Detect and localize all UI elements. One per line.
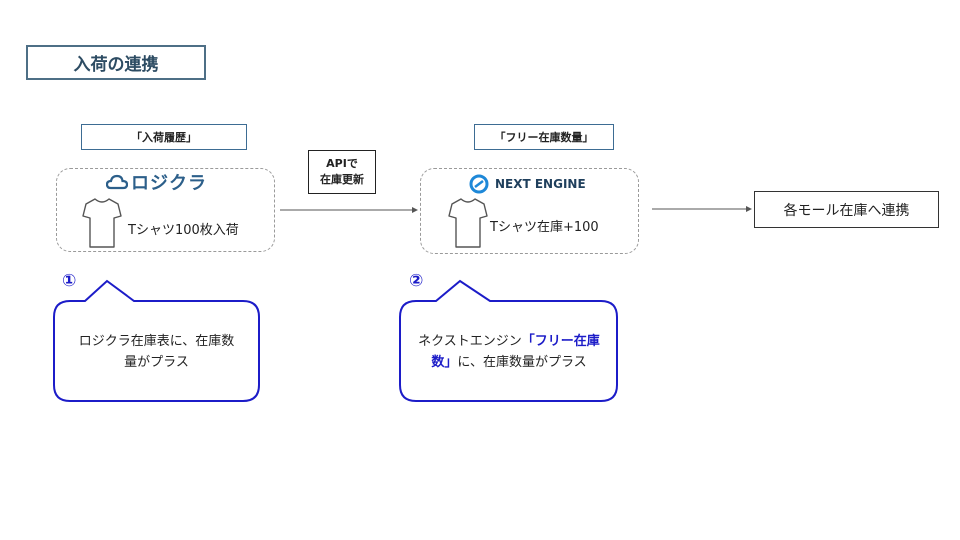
logikura-system-box bbox=[56, 168, 275, 252]
bubble-2-line-2: 数」に、在庫数量がプラス bbox=[431, 352, 586, 373]
bubble-2-post: に、在庫数量がプラス bbox=[457, 355, 587, 370]
tshirt-icon bbox=[82, 198, 122, 248]
bubble-1-text: ロジクラ在庫表に、在庫数 量がプラス bbox=[56, 322, 257, 382]
tshirt-icon bbox=[448, 198, 488, 248]
cloud-icon bbox=[106, 174, 128, 190]
api-line-1: APIで bbox=[326, 157, 358, 170]
left-item-text: Tシャツ100枚入荷 bbox=[128, 223, 239, 238]
bubble-2-shape bbox=[399, 279, 618, 402]
destination-box: 各モール在庫へ連携 bbox=[754, 191, 939, 228]
arrow-icon bbox=[652, 206, 752, 212]
bubble-2-highlight-1: 「フリー在庫 bbox=[521, 334, 600, 349]
bubble-1-line-2: 量がプラス bbox=[124, 355, 189, 370]
bubble-2-highlight-2: 数」 bbox=[431, 355, 458, 370]
next-engine-logo-icon bbox=[469, 174, 489, 194]
left-label: 「入荷履歴」 bbox=[81, 124, 247, 150]
step-1-number: ① bbox=[62, 271, 77, 291]
bubble-2-line-1: ネクストエンジン「フリー在庫 bbox=[418, 331, 600, 352]
logikura-logo: ロジクラ bbox=[106, 170, 216, 194]
api-update-box: APIで 在庫更新 bbox=[308, 150, 376, 194]
next-engine-system-box bbox=[420, 168, 639, 254]
bubble-2-pre: ネクストエンジン bbox=[418, 334, 522, 349]
step-2-number: ② bbox=[409, 271, 424, 291]
right-item-text: Tシャツ在庫+100 bbox=[490, 220, 599, 235]
arrow-icon bbox=[280, 207, 418, 213]
logikura-logo-text: ロジクラ bbox=[131, 173, 207, 194]
bubble-1-shape bbox=[53, 279, 260, 402]
right-label: 「フリー在庫数量」 bbox=[474, 124, 614, 150]
next-engine-logo: NEXT ENGINE bbox=[469, 173, 599, 195]
api-line-2: 在庫更新 bbox=[320, 173, 364, 186]
bubble-1-line-1: ロジクラ在庫表に、在庫数 bbox=[78, 334, 235, 349]
bubble-2-text: ネクストエンジン「フリー在庫 数」に、在庫数量がプラス bbox=[408, 322, 610, 382]
page-title: 入荷の連携 bbox=[26, 45, 206, 80]
next-engine-logo-text: NEXT ENGINE bbox=[495, 177, 586, 191]
